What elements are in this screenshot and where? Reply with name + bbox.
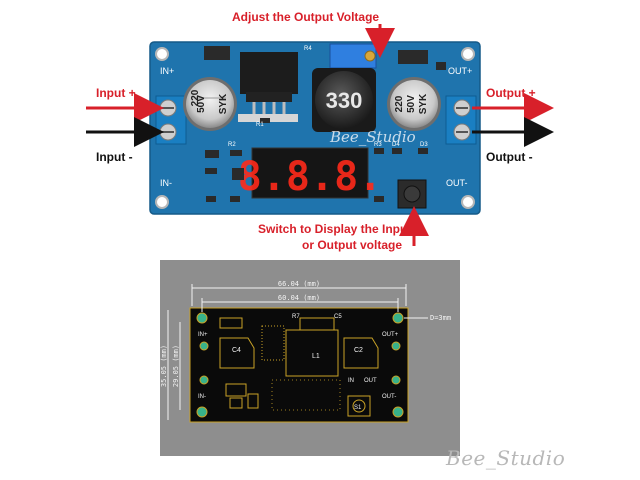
capacitor-right-brand: SYK [418,93,429,114]
brand-watermark: Bee_Studio [446,446,566,470]
input-plus-label: Input + [96,86,136,100]
output-terminal [445,95,477,145]
pcb-silk-c2: C2 [354,347,363,354]
pcb-silk-l1: L1 [312,353,320,360]
trimpot [329,43,377,69]
capacitor-left-voltage: 50V [196,95,207,113]
board-watermark: Bee_Studio [329,128,416,146]
adjust-voltage-label: Adjust the Output Voltage [232,10,380,24]
board-silk-r3: R3 [374,142,382,148]
input-terminal [155,95,187,145]
pcb-silk-r7: R7 [292,314,300,320]
pcb-silk-in: IN [348,378,354,384]
pcb-silk-in-minus: IN- [198,394,206,400]
mount-hole [461,195,475,209]
board-label-in-minus: IN- [160,178,172,188]
board-silk-r2: R2 [228,142,236,148]
pcb-dim-outer: 66.04 (mm) [278,280,320,288]
board-label-out-plus: OUT+ [448,66,472,76]
capacitor-right-voltage: 50V [406,95,417,113]
pcb-dim-height-inner: 29.05 (mm) [172,345,180,387]
board-silk-d4: D4 [392,142,400,148]
capacitor-left-value: 220 [190,89,201,106]
converter-board: 220 50V SYK 330 220 50V SYK 8.8.8. Bee_S… [149,41,481,215]
mount-hole [155,47,169,61]
pcb-dim-height-outer: 35.05 (mm) [160,345,168,387]
mount-hole [461,47,475,61]
pcb-silk-s1: S1 [354,405,362,411]
board-label-out-minus: OUT- [446,178,468,188]
switch-label-line2: or Output voltage [302,238,402,252]
capacitor-left: 220 50V SYK [183,77,237,131]
pcb-silk-out-minus: OUT- [382,394,396,400]
capacitor-left-brand: SYK [218,93,229,114]
pcb-silk-in-plus: IN+ [198,332,208,338]
output-minus-label: Output - [486,150,533,164]
pcb-silk-out-plus: OUT+ [382,332,399,338]
input-minus-label: Input - [96,150,133,164]
capacitor-right-value: 220 [394,95,405,112]
switch-label-line1: Switch to Display the Input [258,222,412,236]
board-silk-d3: D3 [420,142,428,148]
diode-component [204,46,230,60]
seven-segment-display: 8.8.8. [238,147,383,200]
pcb-silk-c4: C4 [232,347,241,354]
pcb-dim-inner: 60.04 (mm) [278,294,320,302]
inductor-code: 330 [326,88,363,113]
capacitor-right: 220 50V SYK [387,77,441,131]
pcb-hole-note: D=3mm [430,314,451,322]
inductor: 330 [312,68,376,132]
display-digits: 8.8.8. [238,154,383,200]
output-plus-label: Output + [486,86,536,100]
mount-hole [155,195,169,209]
pcb-silk-out: OUT [364,378,377,384]
diode-component [398,50,428,64]
pcb-silk-c5: C5 [334,314,342,320]
pcb-layout-diagram: 66.04 (mm) 60.04 (mm) 35.05 (mm) 29.05 (… [160,260,460,456]
display-switch-button [397,179,427,209]
board-silk-r4: R4 [304,46,312,52]
board-silk-r1: R1 [256,122,264,128]
board-label-in-plus: IN+ [160,66,174,76]
